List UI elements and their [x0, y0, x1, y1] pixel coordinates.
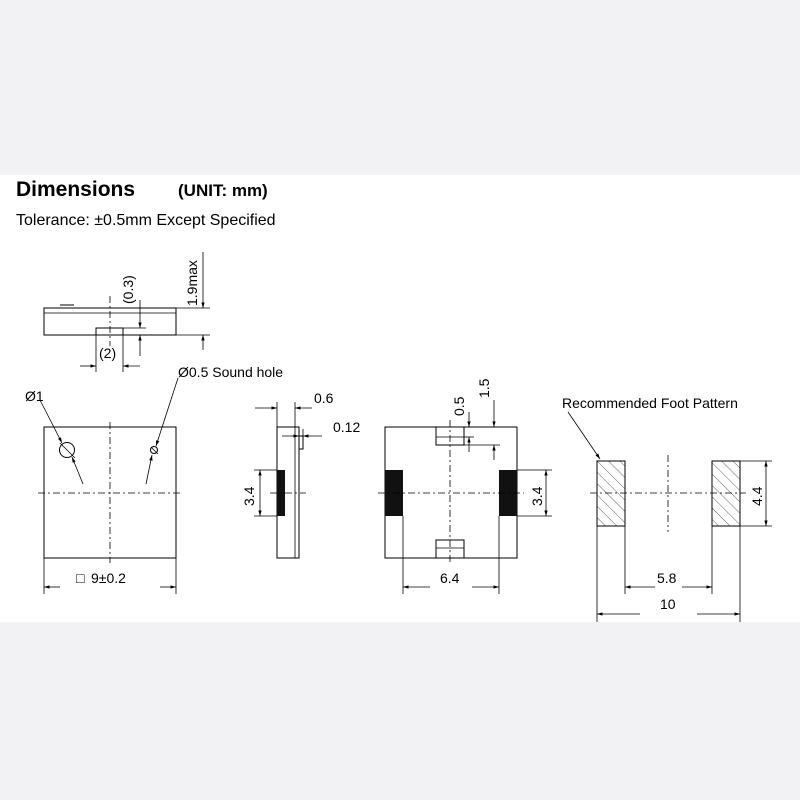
dim-label-0-5: 0.5 — [451, 396, 467, 416]
foot-pattern — [567, 411, 772, 622]
tolerance-note: Tolerance: ±0.5mm Except Specified — [16, 212, 276, 229]
foot-pattern-title: Recommended Foot Pattern — [562, 395, 738, 411]
dim-label-dia-1: Ø1 — [25, 388, 44, 404]
dim-label-0-6: 0.6 — [314, 390, 334, 406]
front-view — [38, 377, 182, 594]
foot-pad-right — [711, 460, 741, 527]
dim-label-0-3: (0.3) — [120, 275, 136, 304]
drawing-panel — [0, 175, 800, 622]
dim-label-bottom-3-4: 3.4 — [529, 486, 545, 506]
page-title: Dimensions — [16, 178, 136, 201]
dim-label-sound-hole: Ø0.5 Sound hole — [178, 364, 283, 380]
side-view-sound-tab — [298, 435, 304, 450]
foot-pad-left — [596, 460, 626, 527]
sound-hole — [150, 446, 158, 454]
side-view — [254, 402, 322, 559]
diameter-1-hole — [59, 442, 75, 458]
bottom-view-body — [384, 426, 518, 559]
top-side-view — [43, 252, 210, 372]
dim-label-6-4: 6.4 — [440, 570, 460, 586]
bottom-view — [378, 400, 552, 594]
dim-label-5-8: 5.8 — [657, 570, 677, 586]
dim-label-1-9max: 1.9max — [184, 260, 200, 306]
dim-label-9: 9±0.2 — [91, 570, 126, 586]
dim-label-10: 10 — [660, 596, 676, 612]
square-symbol: □ — [76, 570, 85, 586]
top-view-recess — [95, 327, 124, 336]
dim-label-4-4: 4.4 — [749, 486, 765, 506]
dim-label-0-12: 0.12 — [333, 419, 360, 435]
dim-label-1-5: 1.5 — [476, 378, 492, 398]
unit-label: (UNIT: mm) — [178, 181, 268, 200]
dim-label-side-3-4: 3.4 — [241, 486, 257, 506]
dim-label-2: (2) — [99, 345, 116, 361]
